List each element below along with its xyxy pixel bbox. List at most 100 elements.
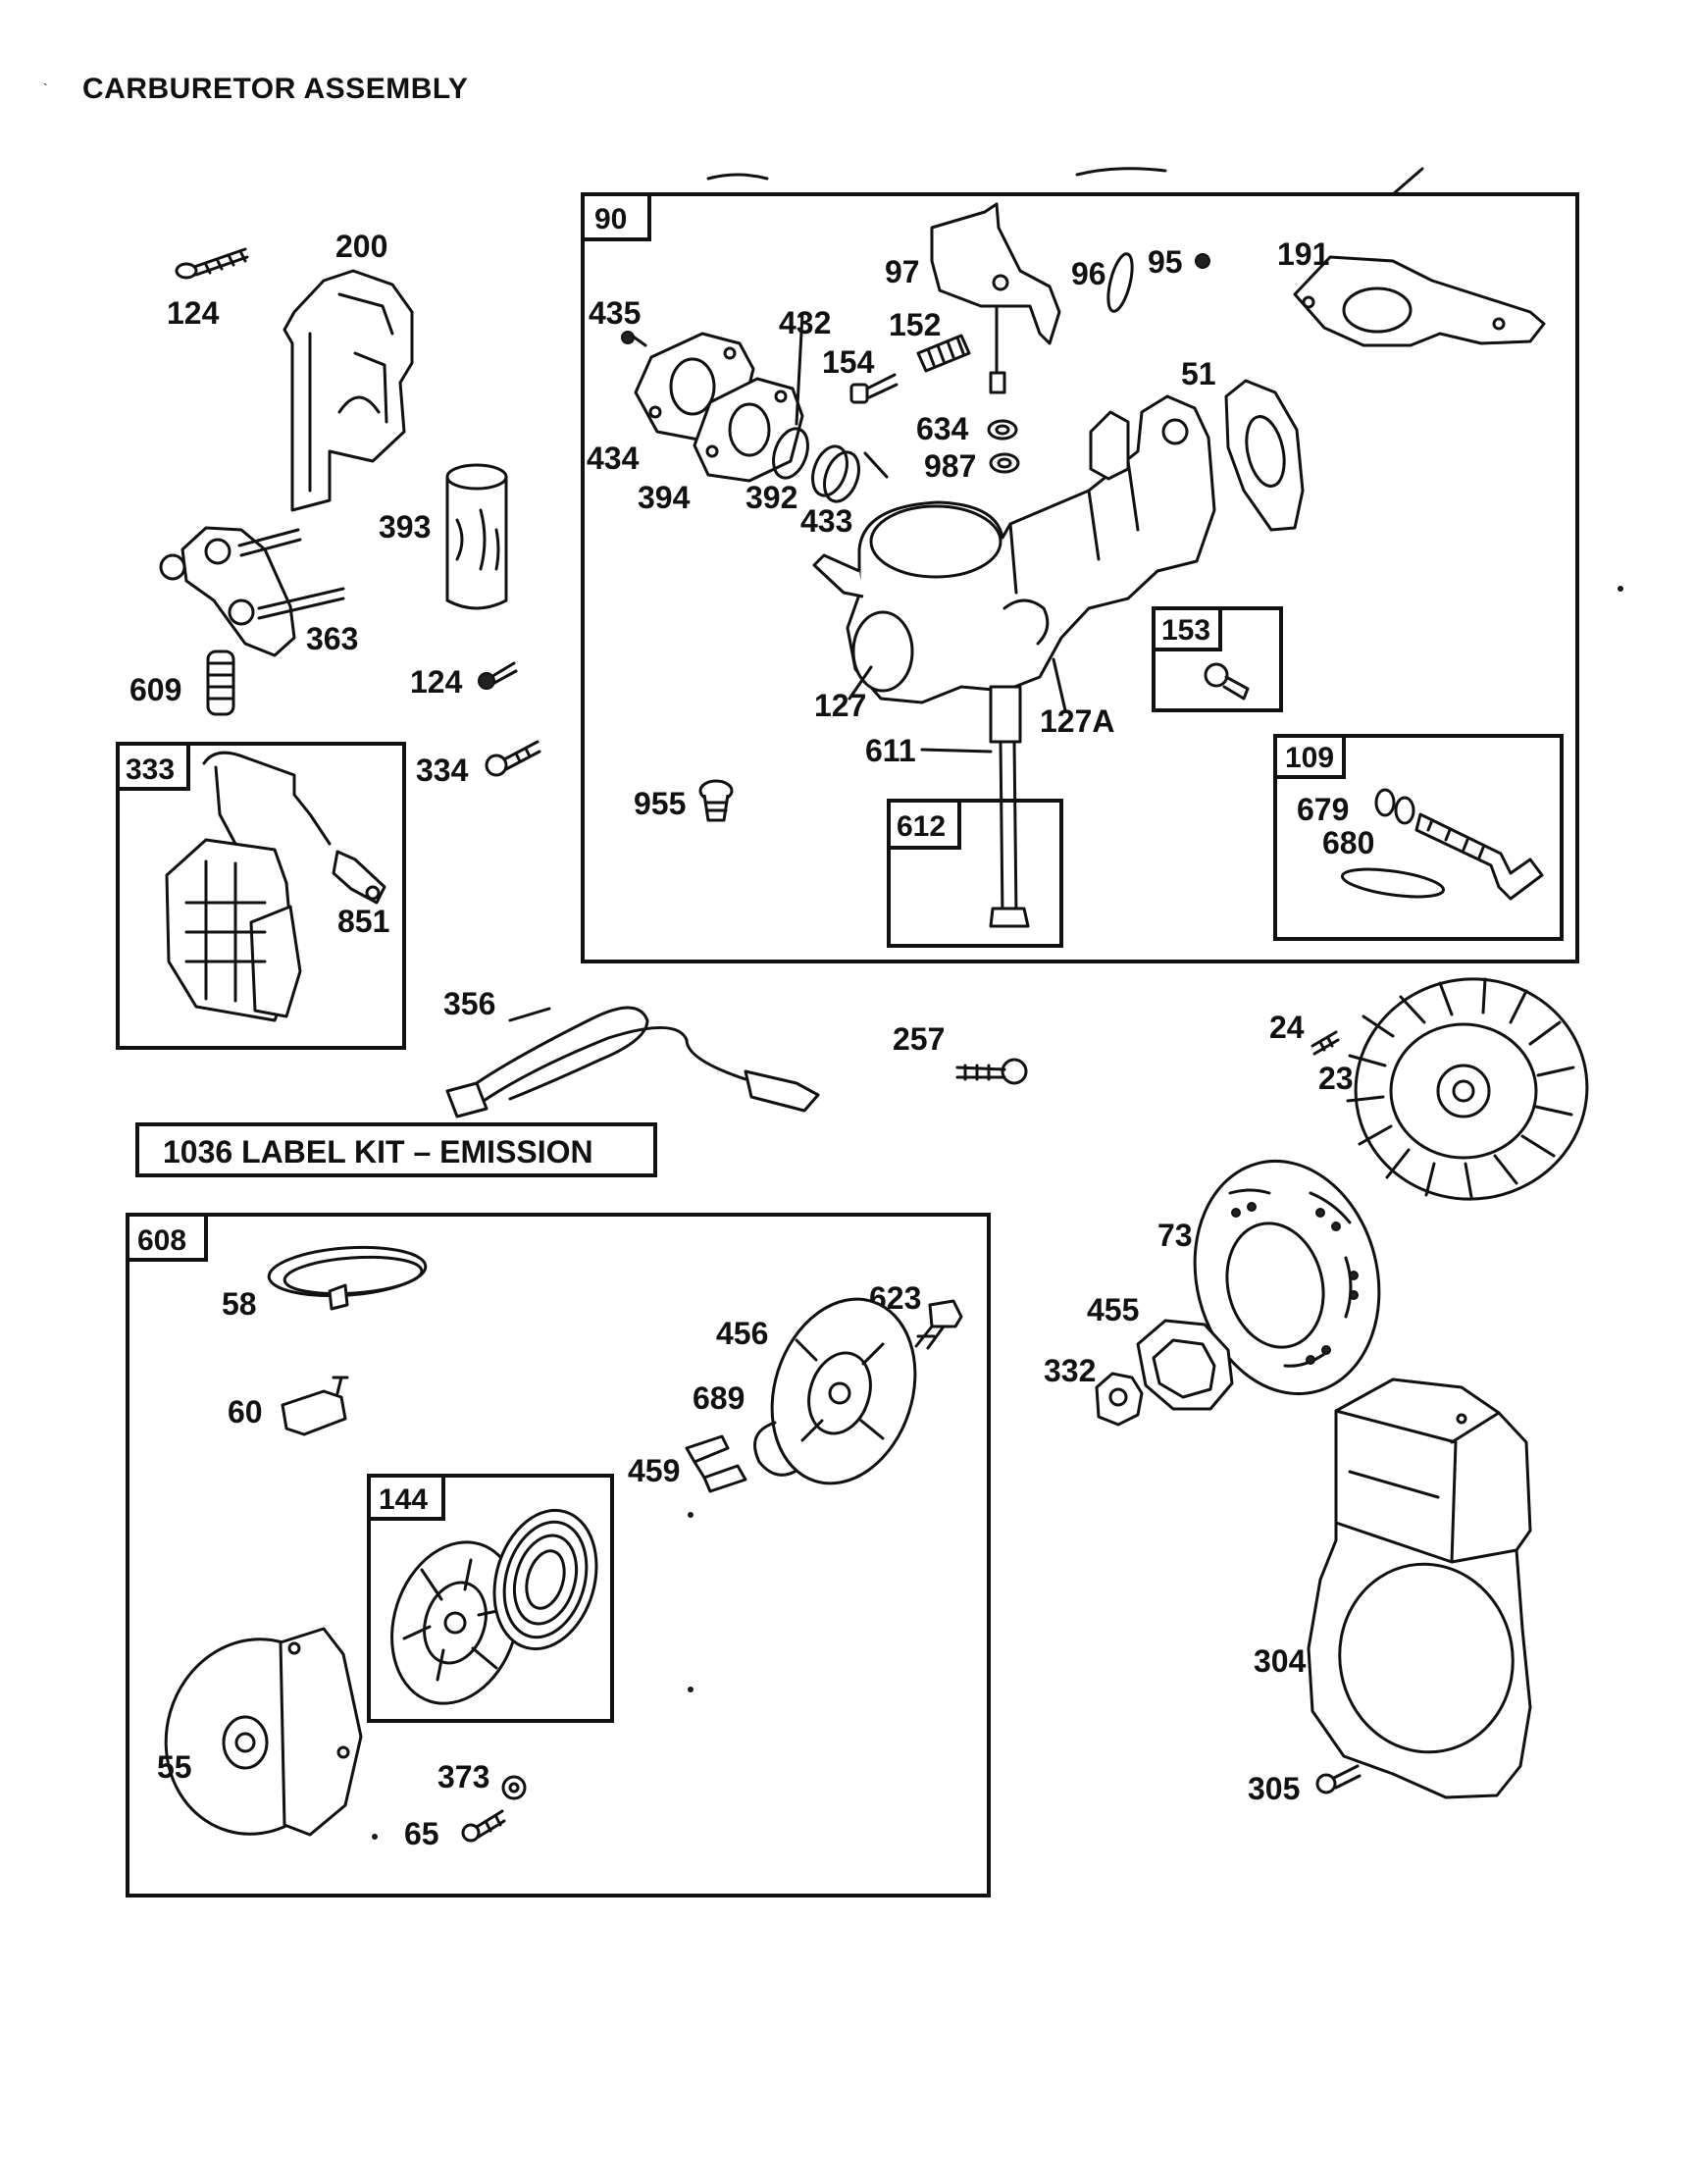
ignition-box bbox=[116, 742, 406, 1050]
label-392: 392 bbox=[745, 480, 797, 515]
rewind-box-label: 144 bbox=[379, 1483, 428, 1516]
rope-58 bbox=[267, 1245, 428, 1311]
filter-393 bbox=[445, 463, 508, 610]
gasket-96 bbox=[1106, 252, 1134, 313]
nut-373 bbox=[501, 1775, 527, 1800]
label-609: 609 bbox=[129, 672, 181, 707]
stray-mark: ` bbox=[43, 80, 48, 96]
label-679: 679 bbox=[1297, 792, 1349, 827]
screw-305 bbox=[1315, 1764, 1362, 1794]
label-257: 257 bbox=[893, 1021, 945, 1057]
label-304: 304 bbox=[1254, 1643, 1307, 1679]
label-58: 58 bbox=[222, 1286, 257, 1322]
handle-60 bbox=[281, 1376, 349, 1436]
stray-dot bbox=[372, 1834, 378, 1840]
choke-kit-box bbox=[1273, 734, 1564, 941]
label-305: 305 bbox=[1248, 1771, 1300, 1806]
leader-127 bbox=[848, 665, 873, 701]
label-95: 95 bbox=[1148, 244, 1183, 280]
shaft-611 bbox=[989, 740, 1030, 928]
shaft-kit-box bbox=[887, 799, 1063, 948]
label-680: 680 bbox=[1322, 825, 1374, 860]
label-23: 23 bbox=[1318, 1061, 1354, 1096]
spacer-363 bbox=[159, 526, 345, 657]
screw-623 bbox=[914, 1299, 963, 1350]
clutch-455 bbox=[1136, 1319, 1234, 1411]
leader-432 bbox=[795, 312, 804, 426]
screw-124a bbox=[175, 247, 249, 280]
screw-154 bbox=[849, 373, 899, 404]
terminal-851 bbox=[332, 850, 386, 905]
ring-689 bbox=[753, 1421, 797, 1477]
label-124a: 124 bbox=[167, 295, 220, 331]
shaft-kit-box-tag bbox=[887, 799, 961, 850]
label-kit-box bbox=[135, 1122, 657, 1177]
gasket-191 bbox=[1293, 255, 1546, 347]
spring-609 bbox=[206, 650, 235, 716]
label-455: 455 bbox=[1087, 1292, 1139, 1327]
label-191: 191 bbox=[1277, 236, 1329, 272]
label-127: 127 bbox=[814, 688, 866, 723]
starter-housing-55 bbox=[164, 1627, 363, 1837]
label-393: 393 bbox=[379, 509, 431, 545]
label-456: 456 bbox=[716, 1316, 768, 1351]
label-152: 152 bbox=[889, 307, 941, 342]
starter-box-tag bbox=[126, 1213, 208, 1262]
label-55: 55 bbox=[157, 1749, 192, 1785]
stray-dot bbox=[688, 1687, 694, 1692]
label-356: 356 bbox=[443, 986, 495, 1021]
label-851: 851 bbox=[337, 904, 389, 939]
nut-332 bbox=[1095, 1372, 1144, 1427]
bracket-200 bbox=[283, 269, 414, 512]
choke-109 bbox=[1340, 788, 1544, 901]
label-60: 60 bbox=[228, 1394, 263, 1430]
key-24 bbox=[1311, 1030, 1340, 1056]
rings-392 bbox=[811, 444, 860, 503]
screen-73 bbox=[1193, 1159, 1381, 1396]
label-334: 334 bbox=[416, 753, 469, 788]
label-434: 434 bbox=[587, 441, 640, 476]
shaft-kit-box-label: 612 bbox=[897, 810, 946, 843]
seal-153 bbox=[1204, 662, 1250, 701]
rewind-box-tag bbox=[367, 1474, 445, 1521]
screw-124b bbox=[478, 661, 518, 690]
label-51: 51 bbox=[1181, 356, 1216, 391]
gasket-51 bbox=[1224, 379, 1305, 532]
label-97: 97 bbox=[885, 254, 920, 289]
label-373: 373 bbox=[437, 1759, 489, 1794]
carburetor-box-tag bbox=[581, 192, 651, 241]
label-634: 634 bbox=[916, 411, 969, 446]
label-73: 73 bbox=[1157, 1218, 1193, 1253]
washer-987 bbox=[989, 452, 1020, 474]
seal-kit-box-label: 153 bbox=[1161, 614, 1210, 647]
label-24: 24 bbox=[1269, 1010, 1305, 1045]
label-689: 689 bbox=[693, 1380, 745, 1416]
bracket-97 bbox=[930, 202, 1061, 394]
screw-435 bbox=[621, 331, 647, 347]
plug-955 bbox=[698, 779, 734, 822]
starter-box bbox=[126, 1213, 991, 1898]
flywheel-23 bbox=[1346, 977, 1589, 1201]
screw-334 bbox=[485, 740, 541, 777]
ignition-armature-333 bbox=[165, 751, 332, 1022]
label-kit-text: 1036 LABEL KIT – EMISSION bbox=[163, 1134, 593, 1170]
label-154: 154 bbox=[822, 344, 875, 380]
label-433: 433 bbox=[800, 503, 852, 539]
oring-432 bbox=[772, 427, 809, 480]
ignition-box-label: 333 bbox=[126, 754, 175, 786]
label-200: 200 bbox=[335, 229, 387, 264]
blower-housing-304 bbox=[1307, 1378, 1532, 1799]
stray-dot bbox=[688, 1512, 694, 1518]
pulley-456 bbox=[770, 1297, 917, 1485]
seal-kit-box-tag bbox=[1152, 606, 1222, 651]
leader-611 bbox=[920, 748, 993, 754]
leader-127A bbox=[1052, 657, 1067, 712]
label-124b: 124 bbox=[410, 664, 463, 700]
label-611: 611 bbox=[865, 733, 916, 768]
label-435: 435 bbox=[589, 295, 641, 331]
label-432: 432 bbox=[779, 305, 831, 340]
screw-65 bbox=[461, 1809, 506, 1843]
label-955: 955 bbox=[634, 786, 686, 821]
washer-634 bbox=[987, 419, 1018, 441]
label-363: 363 bbox=[306, 621, 358, 656]
